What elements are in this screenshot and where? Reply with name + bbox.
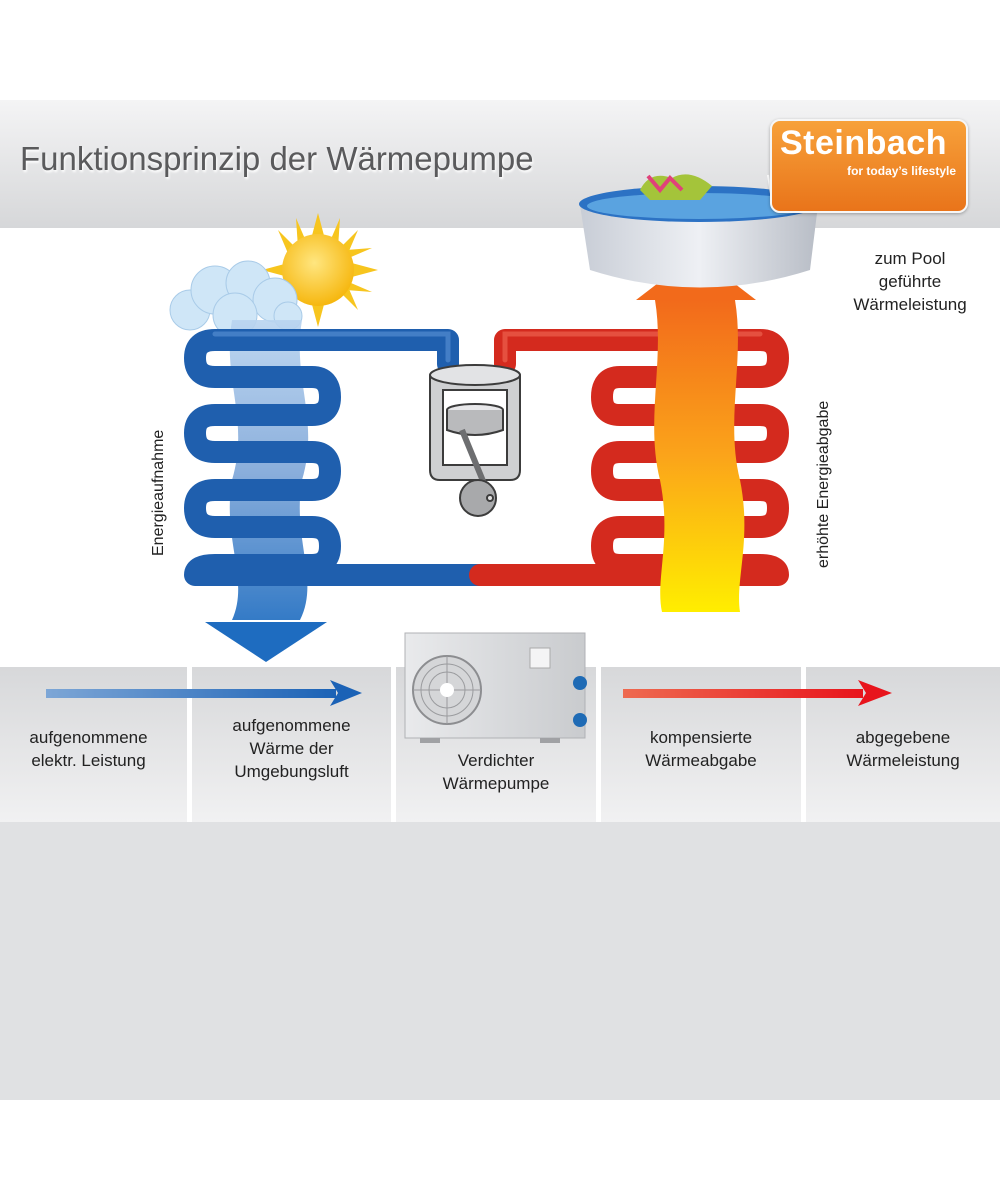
increased-energy-output-label: erhöhte Energieabgabe <box>815 400 832 568</box>
pool-label: zum Pool geführte Wärmeleistung <box>853 249 967 314</box>
bottom-label-electrical-input: aufgenommene elektr. Leistung <box>29 728 148 770</box>
cold-flow-band <box>229 320 309 620</box>
compressor-icon <box>429 364 521 517</box>
absorbed-energy-arrow <box>46 680 362 706</box>
cold-flow-arrow-head <box>205 622 327 662</box>
bottom-label-heat-output: abgegebene Wärmeleistung <box>846 728 960 770</box>
heat-pump-unit-icon <box>404 632 587 743</box>
logo-tagline: for today’s lifestyle <box>847 164 956 178</box>
hot-flow-band <box>654 300 745 612</box>
energy-intake-label: Energieaufnahme <box>150 429 167 556</box>
hot-coil <box>469 329 789 586</box>
bottom-label-compressor: Verdichter Wärmepumpe <box>442 751 550 793</box>
released-energy-arrow <box>623 680 892 706</box>
steinbach-logo[interactable]: Steinbach for today’s lifestyle <box>770 119 968 213</box>
cloud-icon <box>169 260 303 338</box>
bottom-background <box>0 822 1000 1100</box>
logo-brand: Steinbach <box>780 124 947 162</box>
cold-coil <box>184 329 491 586</box>
page-title: Funktionsprinzip der Wärmepumpe <box>20 140 534 177</box>
bottom-label-ambient-heat: aufgenommene Wärme der Umgebungsluft <box>232 716 351 781</box>
bottom-label-compensated-heat: kompensierte Wärmeabgabe <box>645 728 757 770</box>
pool-icon <box>579 174 819 288</box>
